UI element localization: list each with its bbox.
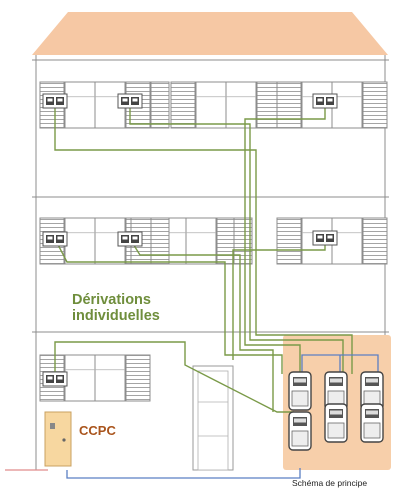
ccpc-cabinet	[44, 411, 72, 467]
meter-unit-1	[288, 371, 312, 411]
service-wires	[66, 354, 379, 479]
window-set-7	[39, 354, 151, 402]
meter-panel-5	[117, 231, 143, 247]
caption: Schéma de principe	[292, 478, 367, 488]
window-extra-2	[150, 217, 170, 265]
derivation-wires	[54, 101, 353, 413]
window-set-2	[170, 81, 282, 129]
window-extra-3	[233, 217, 253, 265]
window-extra-1	[150, 81, 170, 129]
meter-panel-7	[42, 371, 68, 387]
meter-panel-6	[312, 230, 338, 246]
meter-unit-4	[288, 411, 312, 451]
label-derivations-line2: individuelles	[72, 308, 160, 324]
door-icon	[192, 365, 234, 471]
roof	[32, 12, 388, 55]
meter-unit-6	[360, 403, 384, 443]
meter-panel-2	[117, 93, 143, 109]
label-derivations-line1: Dérivations	[72, 292, 151, 308]
meter-panel-4	[42, 231, 68, 247]
meter-unit-5	[324, 403, 348, 443]
window-set-6	[276, 217, 388, 265]
meter-panel-1	[42, 93, 68, 109]
meter-panel-3	[312, 93, 338, 109]
label-ccpc: CCPC	[79, 423, 116, 438]
window-set-5	[130, 217, 242, 265]
